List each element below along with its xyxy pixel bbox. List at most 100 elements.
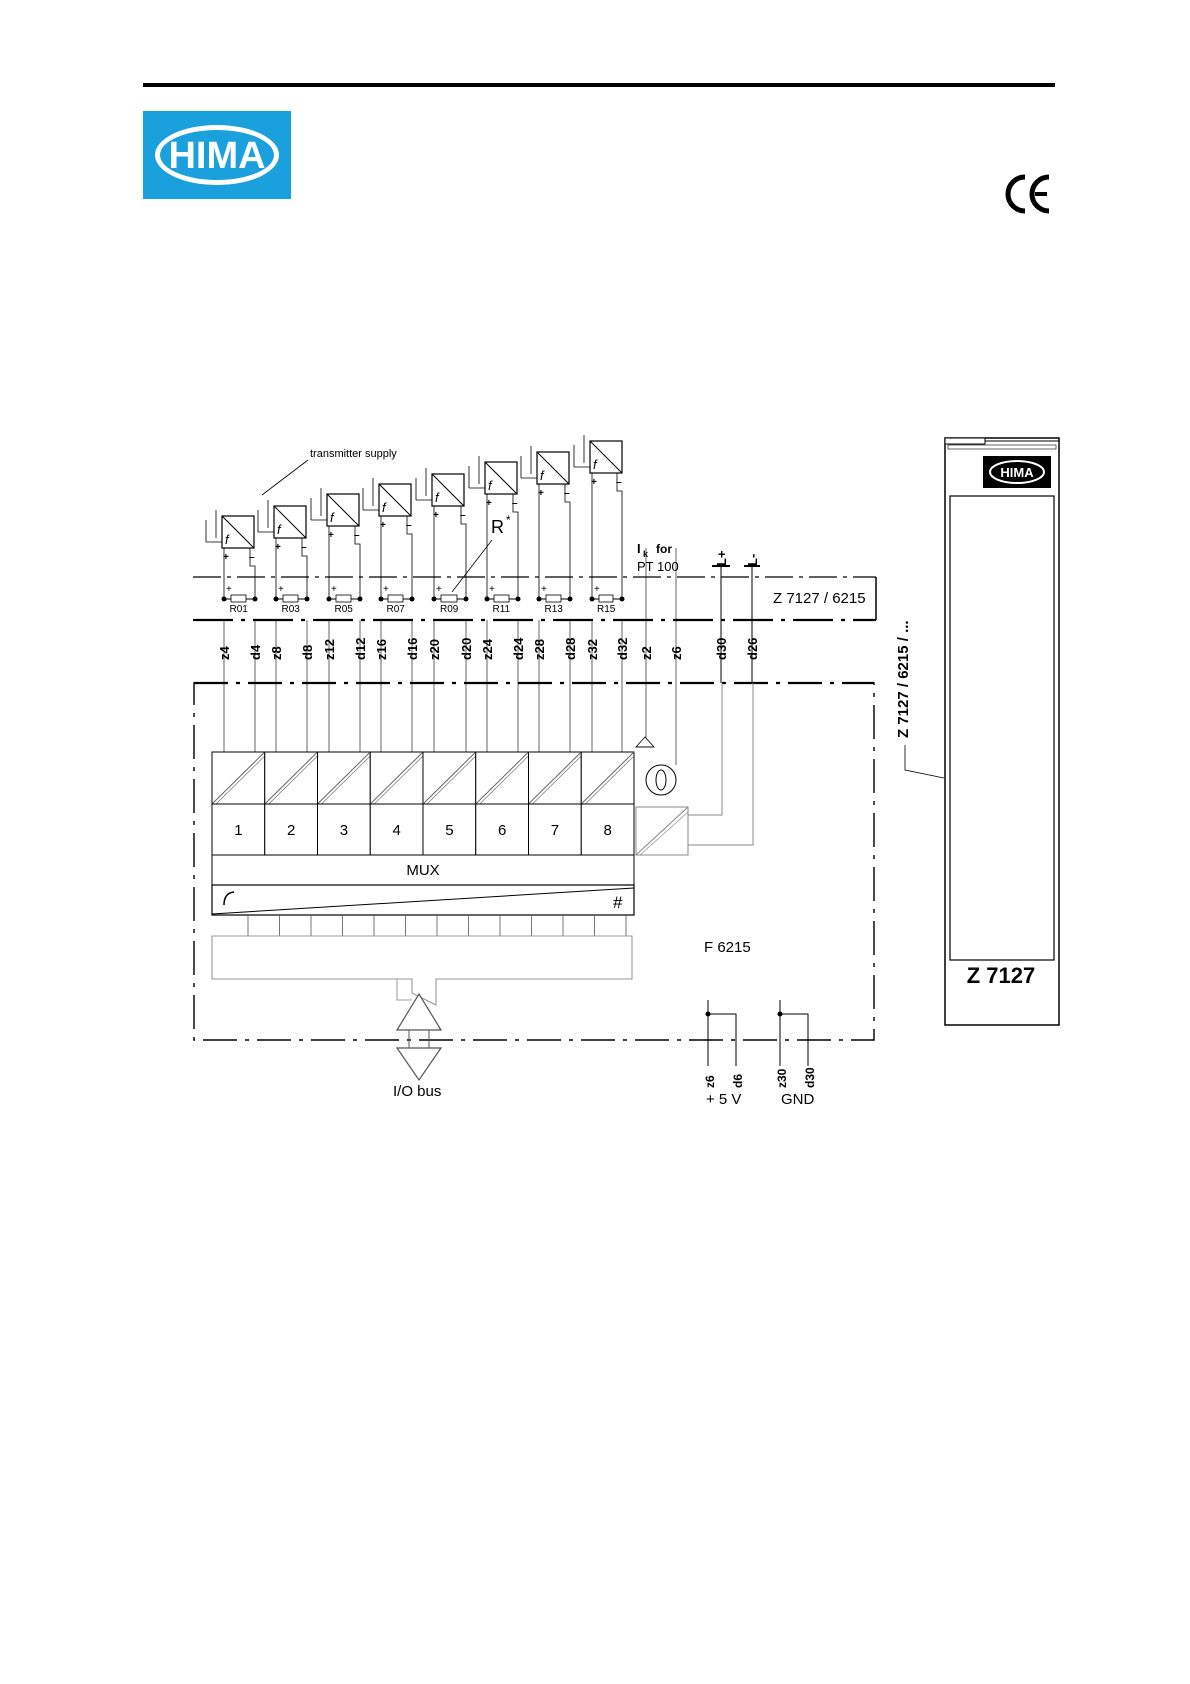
- svg-text:+: +: [591, 477, 597, 488]
- pin-label-z28: z28: [532, 639, 547, 660]
- board-label: Z 7127 / 6215: [773, 590, 866, 607]
- pin-label-z4: z4: [217, 646, 232, 661]
- svg-text:f: f: [540, 468, 545, 483]
- r-star-label: R: [491, 517, 504, 537]
- channel-cell-1: 1: [211, 751, 266, 856]
- channel-cell-4: 4: [369, 751, 424, 856]
- ik-label: I: [637, 541, 641, 556]
- svg-text:–: –: [301, 542, 307, 553]
- module-hima-logo-text: HIMA: [1000, 465, 1034, 480]
- transmitter-supply-label: transmitter supply: [310, 448, 397, 460]
- svg-text:+: +: [538, 488, 544, 499]
- channel-cell-6: 6: [475, 751, 529, 856]
- channel-cell-2: 2: [264, 751, 318, 856]
- svg-text:+: +: [433, 510, 439, 521]
- supply-pin-d6-1: d6: [731, 1074, 745, 1088]
- pin-label-d28: d28: [563, 638, 578, 660]
- ce-mark-icon: [1005, 173, 1053, 215]
- transmitter-7: f + –: [520, 446, 571, 599]
- svg-text:f: f: [488, 478, 493, 493]
- svg-text:f: f: [225, 532, 230, 547]
- transmitter-4: f + –: [362, 478, 413, 599]
- module-f6215-label: F 6215: [704, 939, 751, 956]
- svg-text:+: +: [489, 584, 495, 595]
- top-rule: [143, 83, 1055, 87]
- pin-label-z8: z8: [269, 646, 284, 660]
- transmitter-group: f+–f+–f+–f+–f+–f+–f+–f+–: [205, 435, 623, 599]
- pin-label-d26: d26: [745, 638, 760, 660]
- pin-label-d30: d30: [714, 638, 729, 660]
- svg-text:+: +: [380, 520, 386, 531]
- resistor-label-R07: R07: [387, 604, 406, 615]
- io-bus-label: I/O bus: [393, 1083, 441, 1100]
- svg-text:–: –: [249, 552, 255, 563]
- channel-number-4: 4: [392, 822, 400, 839]
- svg-text:–: –: [460, 510, 466, 521]
- l-minus-label: L-: [745, 554, 760, 566]
- r-star-sup: *: [506, 513, 511, 527]
- svg-text:+: +: [223, 552, 229, 563]
- resistor-label-R05: R05: [335, 604, 354, 615]
- svg-text:+: +: [383, 584, 389, 595]
- supply-pin-d30-3: d30: [803, 1067, 817, 1088]
- svg-text:f: f: [593, 457, 598, 472]
- transmitter-1: f + –: [205, 510, 256, 599]
- resistor-label-R03: R03: [282, 604, 301, 615]
- resistor-label-R09: R09: [440, 604, 459, 615]
- hima-logo: HIMA: [143, 111, 291, 199]
- svg-text:+: +: [486, 498, 492, 509]
- svg-text:–: –: [616, 477, 622, 488]
- channel-cell-5: 5: [422, 751, 477, 856]
- channel-number-5: 5: [445, 822, 453, 839]
- pin-label-d4: d4: [248, 644, 263, 660]
- svg-text:+: +: [541, 584, 547, 595]
- svg-text:–: –: [564, 488, 570, 499]
- channel-number-6: 6: [498, 822, 506, 839]
- svg-text:f: f: [382, 500, 387, 515]
- svg-text:+: +: [275, 542, 281, 553]
- pin-label-z24: z24: [480, 638, 495, 660]
- pin-label-z32: z32: [585, 639, 600, 660]
- svg-text:+: +: [328, 530, 334, 541]
- transmitter-2: f+–: [257, 500, 308, 599]
- resistor-label-R11: R11: [493, 604, 511, 615]
- svg-text:–: –: [354, 530, 360, 541]
- mux-label: MUX: [406, 862, 439, 879]
- transmitter-3: f + –: [310, 488, 361, 599]
- hash-label: #: [613, 893, 623, 912]
- module-label: Z 7127: [967, 963, 1036, 988]
- transmitter-5: f + –: [415, 468, 467, 599]
- pin-label-z6: z6: [669, 646, 684, 660]
- pin-label-z12: z12: [322, 639, 337, 660]
- transmitter-8: f + –: [573, 435, 623, 599]
- pin-label-d12: d12: [353, 638, 368, 660]
- svg-text:–: –: [406, 520, 412, 531]
- plus5v-label: + 5 V: [706, 1091, 741, 1108]
- ik-sub: k: [643, 549, 649, 559]
- channel-number-2: 2: [287, 822, 295, 839]
- channel-number-3: 3: [340, 822, 348, 839]
- supply-pin-z6-0: z6: [703, 1075, 717, 1088]
- pin-label-d20: d20: [459, 638, 474, 660]
- ik-for: for: [656, 542, 672, 556]
- hima-logo-text: HIMA: [168, 135, 265, 177]
- pin-label-d16: d16: [405, 638, 420, 660]
- l-plus-label: L+: [714, 550, 729, 566]
- channel-cell-3: 3: [317, 751, 371, 856]
- svg-text:f: f: [330, 510, 335, 525]
- pin-label-z2: z2: [639, 646, 654, 660]
- pt100-label: PT 100: [637, 559, 679, 574]
- pin-label-z20: z20: [427, 639, 442, 660]
- svg-text:f: f: [435, 490, 440, 505]
- gnd-label: GND: [781, 1091, 815, 1108]
- resistor-label-R13: R13: [545, 604, 564, 615]
- svg-text:+: +: [226, 584, 232, 595]
- channel-number-1: 1: [234, 822, 242, 839]
- svg-text:–: –: [512, 498, 518, 509]
- rotated-board-label: Z 7127 / 6215 / ...: [895, 620, 912, 738]
- resistor-label-R01: R01: [230, 604, 249, 615]
- pin-label-d32: d32: [615, 638, 630, 660]
- pin-label-z16: z16: [374, 639, 389, 660]
